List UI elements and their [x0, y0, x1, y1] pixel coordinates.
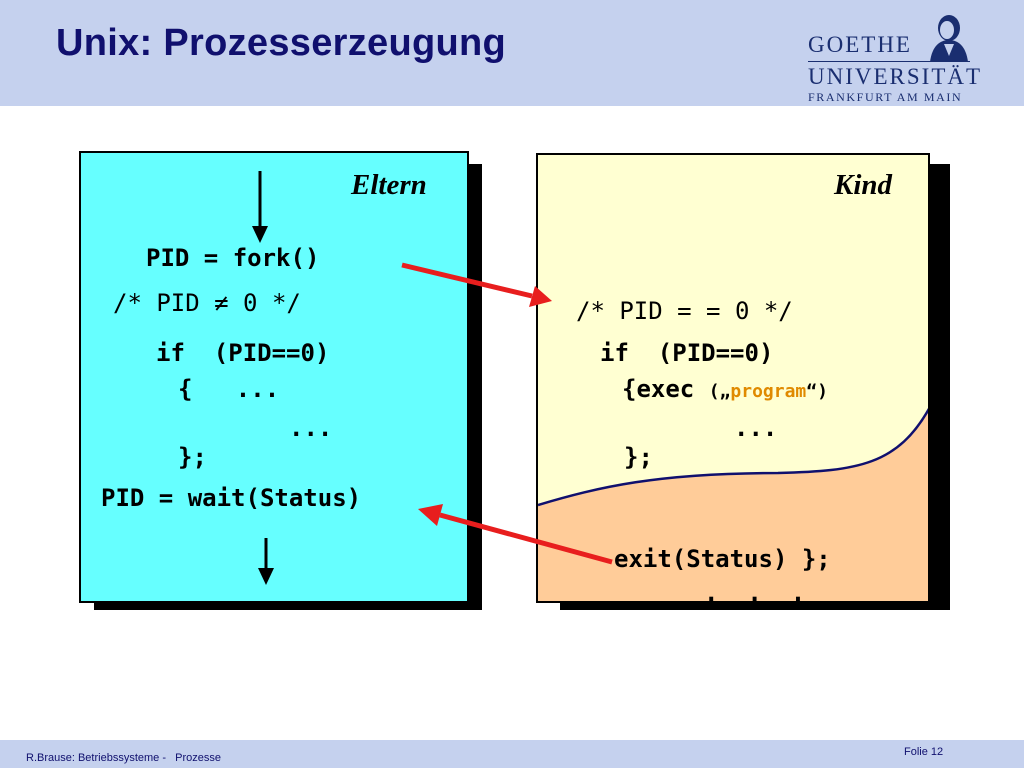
- child-dots: ...: [734, 414, 778, 442]
- child-program-region: [538, 407, 928, 601]
- child-pid-comment: /* PID = = 0 */: [576, 297, 793, 325]
- exec-program-name: program: [730, 381, 807, 402]
- child-label: Kind: [834, 169, 893, 201]
- header-bar: Unix: Prozesserzeugung GOETHE UNIVERSITÄ…: [0, 0, 1024, 106]
- child-process-box: Kind /* PID = = 0 */ if (PID==0) {exec (…: [536, 153, 930, 603]
- logo-university-text: UNIVERSITÄT: [808, 64, 983, 89]
- child-trailing-dots: . . .: [704, 579, 806, 603]
- goethe-portrait-icon: [930, 15, 968, 62]
- parent-dots: ...: [289, 414, 333, 442]
- parent-if-line: if (PID==0): [156, 339, 330, 367]
- parent-pid-comment: /* PID ≠ 0 */: [113, 289, 301, 317]
- logo-city-text: FRANKFURT AM MAIN: [808, 90, 963, 104]
- parent-brace-open: { ...: [178, 375, 280, 403]
- logo-divider: [808, 61, 970, 62]
- exec-keyword: {exec: [622, 375, 709, 403]
- child-if-line: if (PID==0): [600, 339, 774, 367]
- parent-brace-close: };: [178, 443, 207, 471]
- wait-call: PID = wait(Status): [101, 484, 362, 512]
- exit-call: exit(Status) };: [614, 545, 831, 573]
- child-brace-close: };: [624, 443, 653, 471]
- slide-number: Folie 12: [904, 746, 944, 758]
- slide-title: Unix: Prozesserzeugung: [56, 22, 507, 64]
- footer-author: R.Brause: Betriebssysteme - Prozesse: [26, 752, 222, 764]
- fork-call: PID = fork(): [146, 244, 320, 272]
- logo-goethe-text: GOETHE: [808, 32, 912, 57]
- footer-bar: R.Brause: Betriebssysteme - Prozesse Fol…: [0, 740, 1024, 768]
- exec-open-quote: („: [708, 381, 731, 402]
- parent-label: Eltern: [351, 169, 427, 201]
- parent-process-box: Eltern PID = fork() /* PID ≠ 0 */ if (PI…: [79, 151, 469, 603]
- university-logo: GOETHE UNIVERSITÄT FRANKFURT AM MAIN: [808, 10, 988, 104]
- exec-close-quote: “): [806, 381, 828, 402]
- exec-call: {exec („program“): [622, 375, 828, 403]
